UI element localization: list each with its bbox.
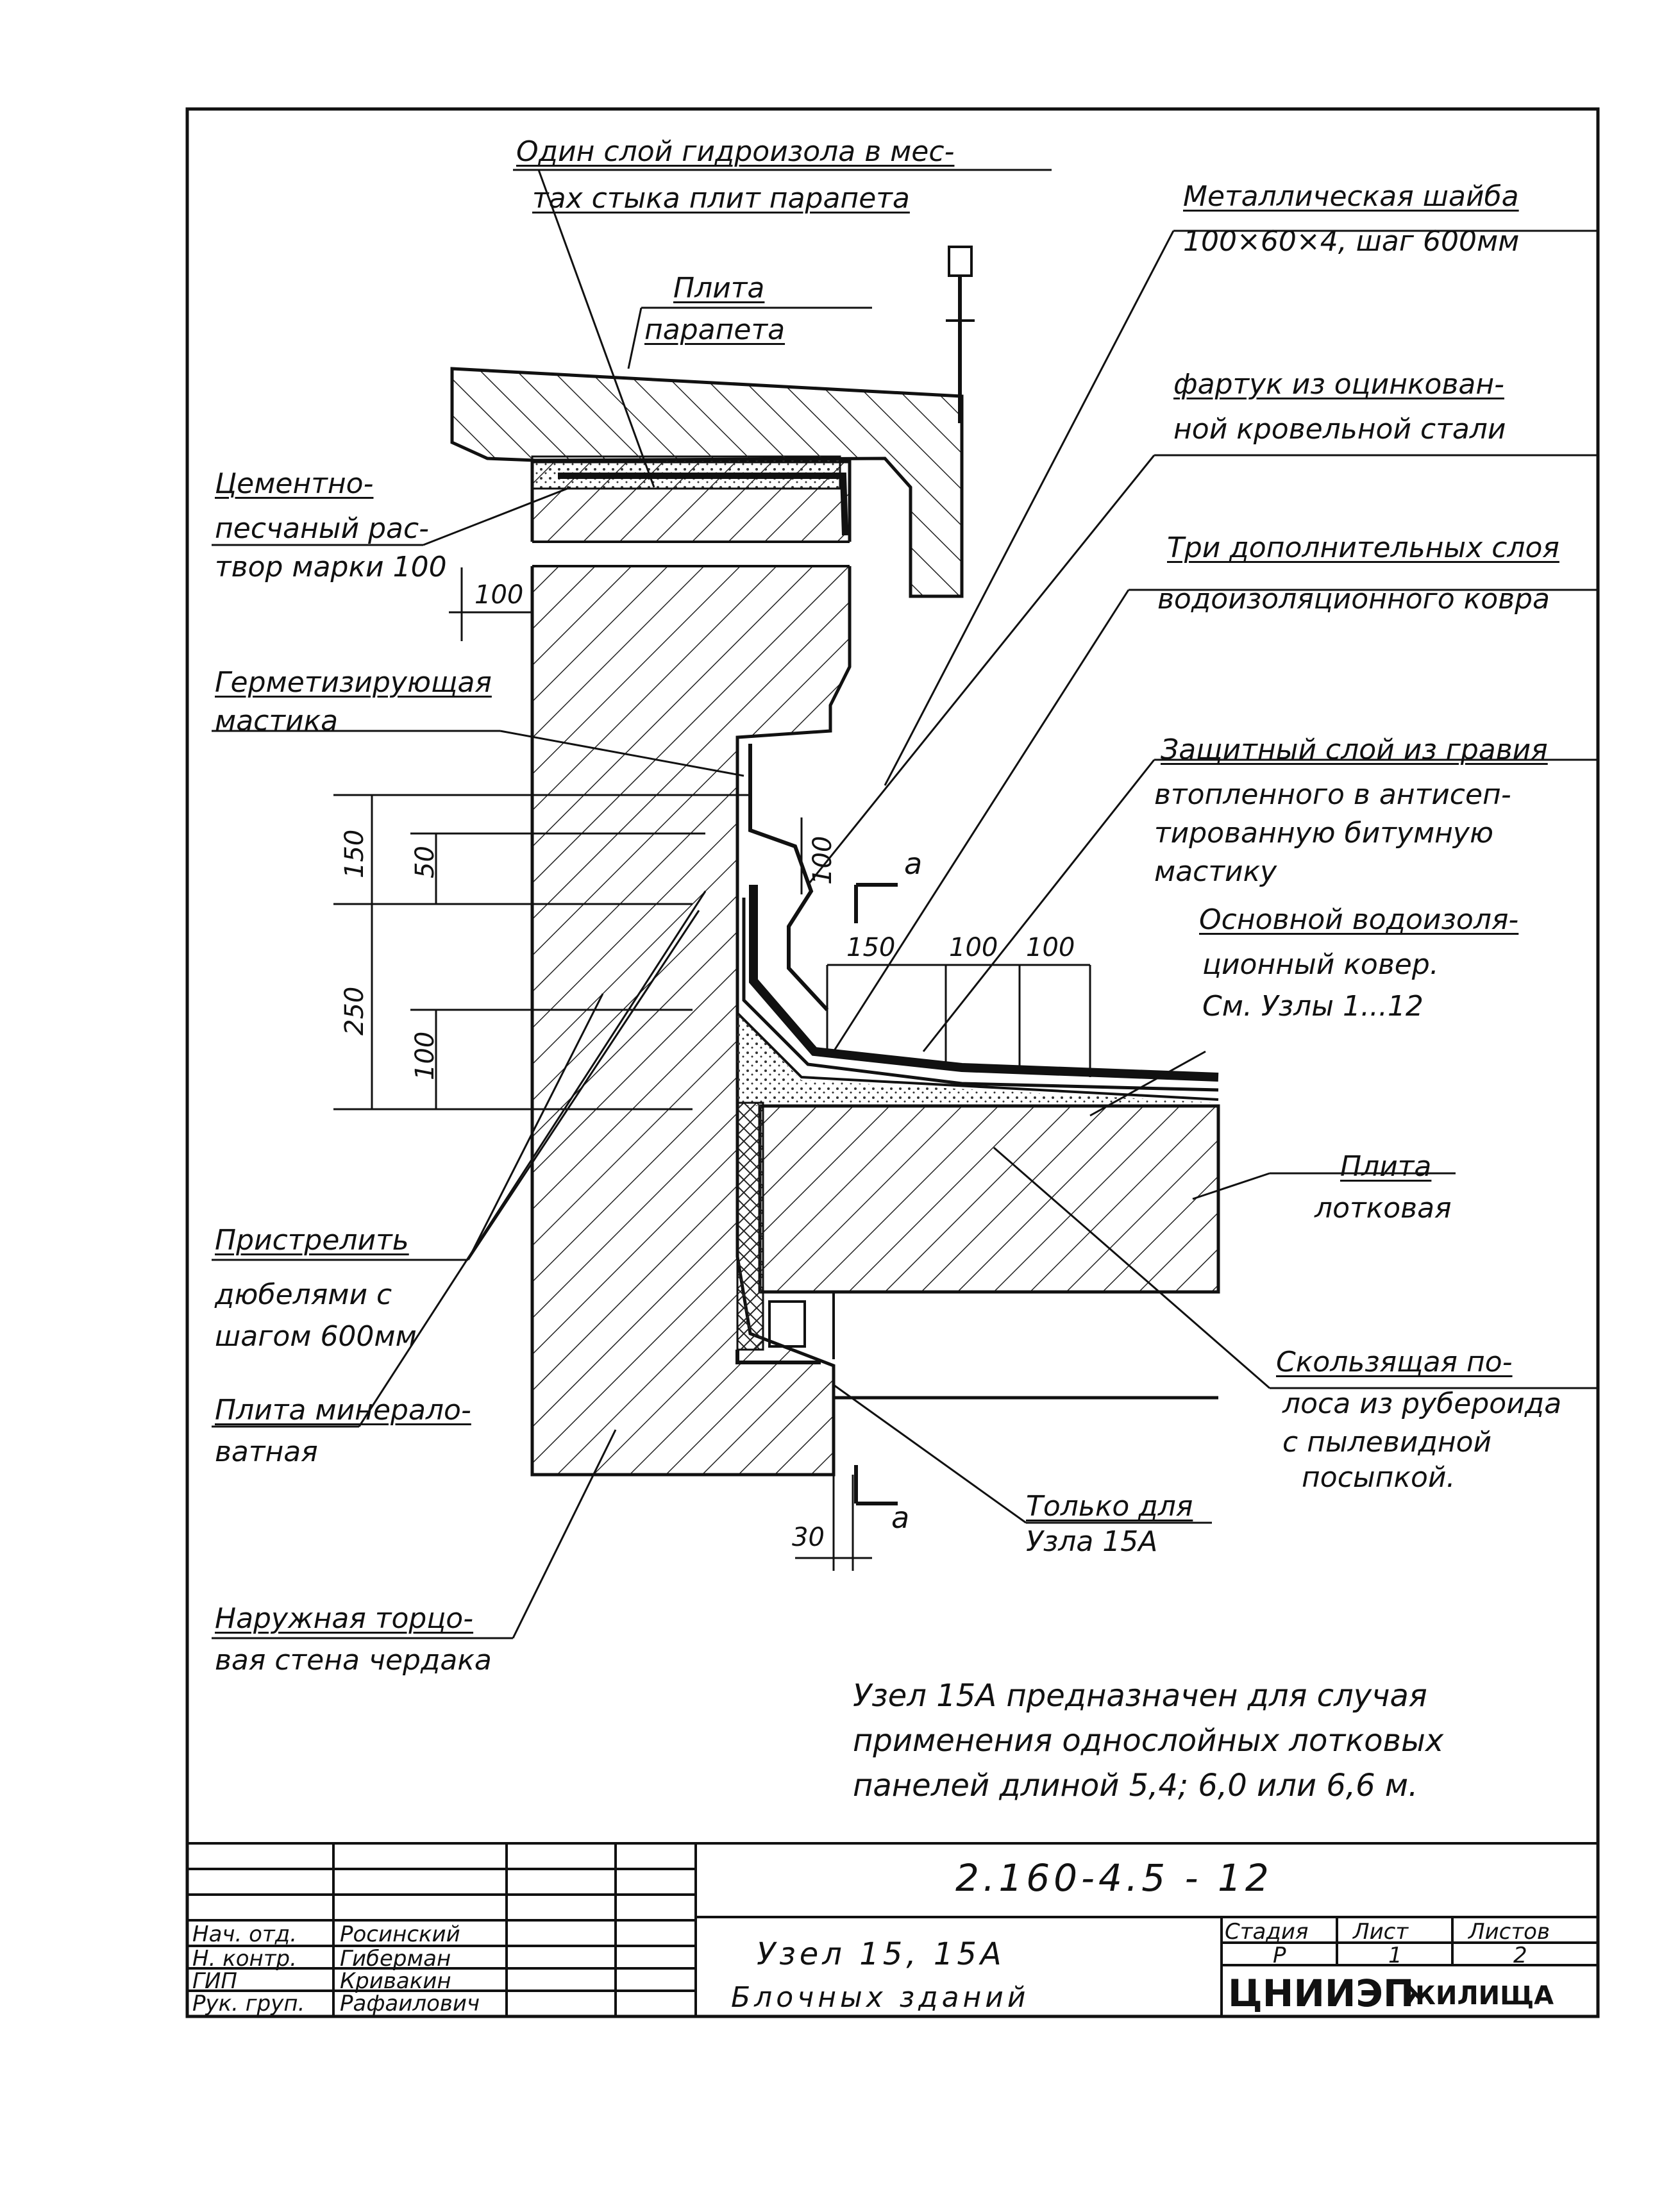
label-protective-3: тированную битумную [1154,817,1494,850]
tb-name-2: Кривакин [340,1968,451,1994]
org-main: ЦНИИЭП [1228,1972,1415,2015]
label-main-carpet-1: Основной водоизоля- [1199,903,1519,936]
label-washer-2: 100×60×4, шаг 600мм [1183,225,1520,258]
tb-value-stage: Р [1273,1943,1286,1968]
label-only-15a-1: Только для [1026,1490,1193,1523]
tb-role-2: ГИП [192,1968,237,1994]
dim-100-h2: 100 [1026,933,1075,962]
doc-code: 2.160-4.5 - 12 [955,1856,1273,1900]
label-wool-1: Плита минерало- [215,1394,471,1427]
label-three-layers-1: Три дополнительных слоя [1167,532,1559,564]
tb-header-sheet: Лист [1353,1919,1409,1945]
label-wool-2: ватная [215,1436,318,1468]
dim-150-h: 150 [846,933,896,962]
label-hydro-joint-1: Один слой гидроизола в мес- [516,135,955,168]
tb-name-0: Росинский [340,1922,460,1947]
tb-role-0: Нач. отд. [192,1922,298,1947]
note-line-3: панелей длиной 5,4; 6,0 или 6,6 м. [853,1768,1418,1804]
label-hydro-joint-2: тах стыка плит парапета [532,182,910,215]
section-a-top: а [904,846,923,881]
tb-header-stage: Стадия [1225,1919,1309,1945]
label-parapet-1: Плита [673,272,765,305]
label-sliding-3: с пылевидной [1282,1426,1492,1459]
dim-150: 150 [340,829,369,878]
label-parapet-2: парапета [644,314,785,346]
tb-name-3: Рафаилович [340,1991,480,2016]
label-sliding-1: Скользящая по- [1276,1346,1513,1378]
label-only-15a-2: Узла 15А [1026,1525,1158,1558]
trough-slab [758,1104,1220,1294]
label-washer-1: Металлическая шайба [1183,180,1519,213]
dim-30: 30 [792,1523,825,1552]
label-apron-1: фартук из оцинкован- [1173,368,1504,401]
label-mortar-1: Цементно- [215,467,374,500]
label-main-carpet-2: ционный ковер. [1202,948,1439,981]
note-line-2: применения однослойных лотковых [853,1723,1444,1759]
label-mortar-3: твор марки 100 [215,551,447,583]
label-dowels-3: шагом 600мм [215,1320,417,1353]
mineral-wool [736,1102,764,1351]
label-mastic-1: Герметизирующая [215,666,492,699]
label-three-layers-2: водоизоляционного ковра [1157,583,1550,616]
title-line-1: Узел 15, 15А [757,1936,1005,1972]
label-trough-2: лотковая [1315,1192,1452,1225]
tb-value-sheets: 2 [1513,1943,1527,1968]
org-sub: ЖИЛИЩА [1404,1981,1554,2011]
tb-value-sheet: 1 [1388,1943,1402,1968]
note-line-1: Узел 15А предназначен для случая [853,1678,1427,1714]
title-line-2: Блочных зданий [731,1981,1030,2014]
tb-role-3: Рук. груп. [192,1991,305,2016]
label-protective-1: Защитный слой из гравия [1161,733,1548,766]
apron [748,744,829,1012]
label-dowels-2: дюбелями с [215,1278,392,1311]
parapet-slab [450,367,964,598]
dim-250: 250 [340,986,369,1035]
label-trough-1: Плита [1340,1150,1432,1183]
label-mortar-2: песчаный рас- [215,512,430,545]
dim-100-h1: 100 [949,933,998,962]
title-block [186,1842,1599,2018]
tb-header-sheets: Листов [1468,1919,1550,1945]
label-apron-2: ной кровельной стали [1173,413,1506,446]
tb-role-1: Н. контр. [192,1946,297,1972]
label-main-carpet-3: См. Узлы 1...12 [1202,990,1424,1023]
tb-name-1: Гиберман [340,1946,451,1972]
label-sliding-2: лоса из рубероида [1282,1387,1562,1420]
label-outer-wall-1: Наружная торцо- [215,1602,474,1635]
outer-wall [530,460,852,1477]
label-protective-4: мастику [1154,855,1277,888]
section-a-bottom: а [891,1500,910,1535]
label-dowels-1: Пристрелить [215,1224,409,1257]
label-mastic-2: мастика [215,705,339,737]
dim-50: 50 [410,846,440,878]
label-protective-2: втопленного в антисеп- [1154,778,1511,811]
dim-100-vert: 100 [808,835,837,885]
dim-100-left: 100 [410,1031,440,1080]
dim-100-top: 100 [475,580,524,610]
label-outer-wall-2: вая стена чердака [215,1644,492,1677]
label-sliding-4: посыпкой. [1302,1461,1456,1494]
